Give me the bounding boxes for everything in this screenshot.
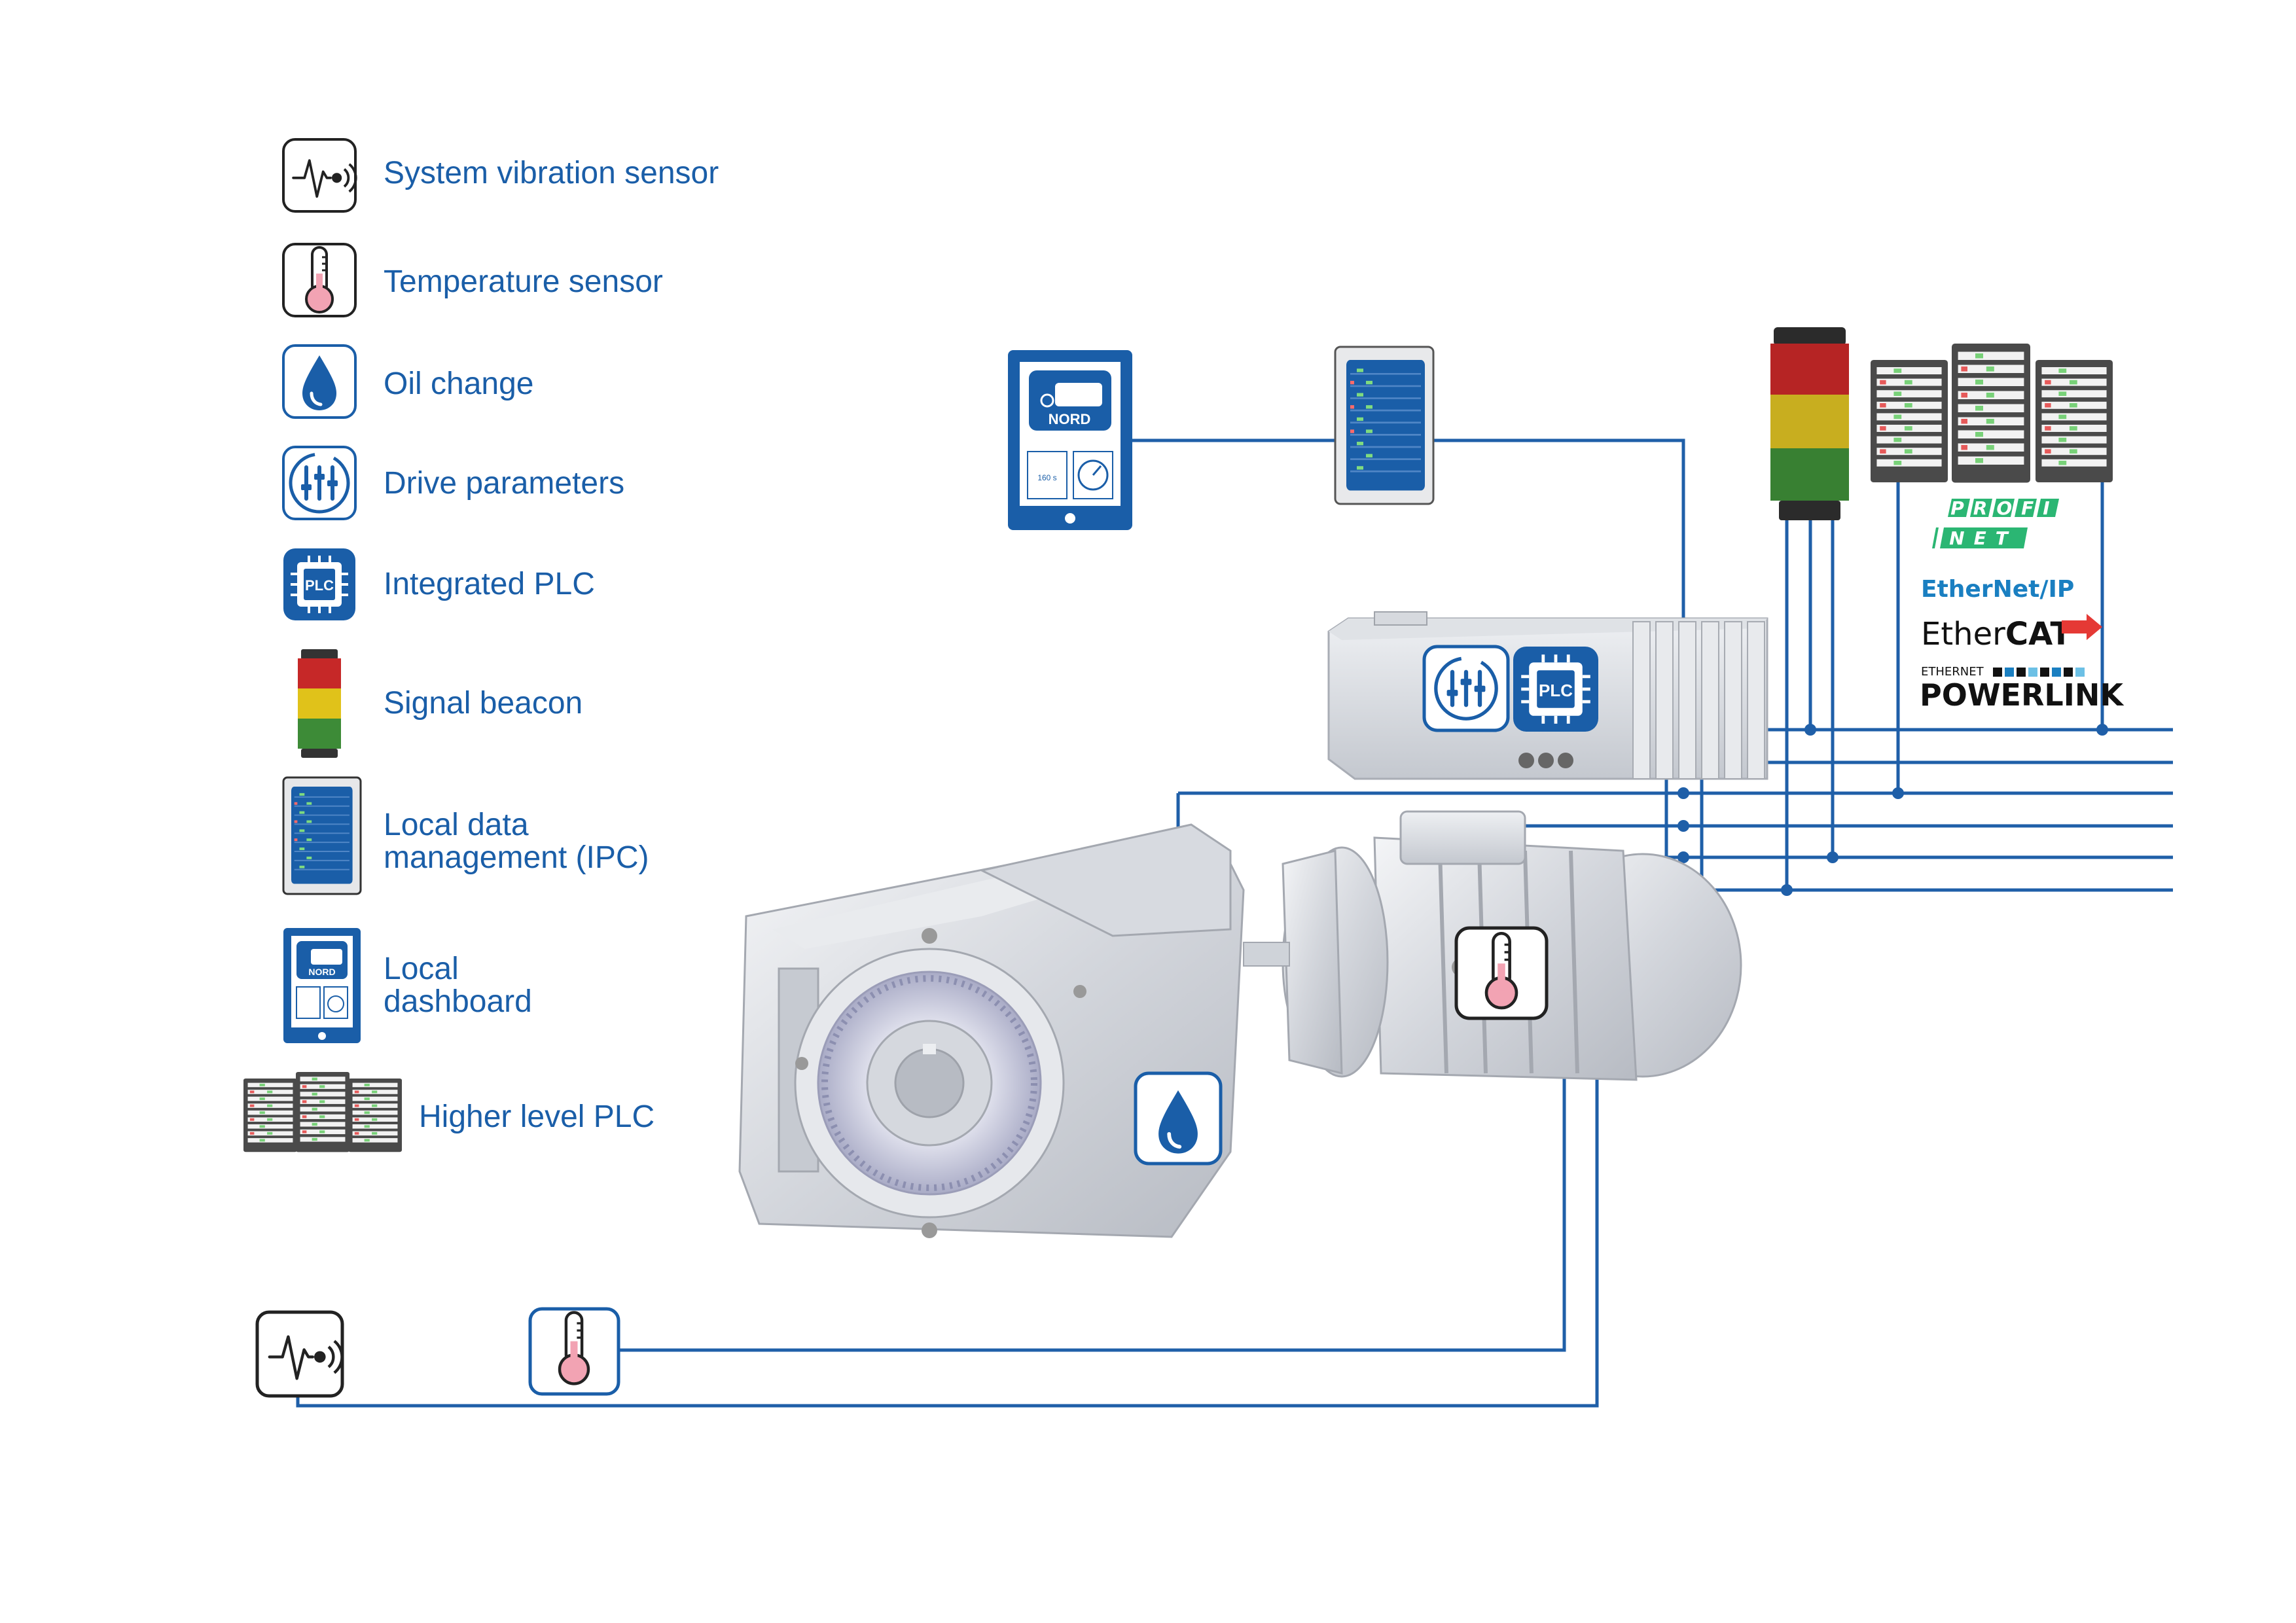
- legend-dashboard-label-line2: dashboard: [384, 984, 532, 1019]
- svg-text:EtherNet/IP: EtherNet/IP: [1921, 576, 2074, 603]
- remote-thermometer-icon: [528, 1307, 620, 1396]
- legend-oil-label: Oil change: [384, 366, 534, 401]
- legend-dashboard-label: Local dashboard: [384, 953, 532, 1018]
- legend-thermometer-icon: [282, 243, 357, 317]
- local-dashboard-tablet: NORD 160 s: [1008, 350, 1132, 530]
- legend-signal-beacon-icon: [298, 649, 341, 758]
- legend-ipc-label-line2: management (IPC): [384, 840, 649, 875]
- inverter-plc-chip-icon: PLC: [1513, 647, 1598, 732]
- motor-thermometer-icon: [1454, 926, 1549, 1020]
- ethernet-ip-text-b: Net: [1993, 576, 2040, 603]
- legend-higher-plc-label: Higher level PLC: [419, 1099, 655, 1134]
- ethercat-text-b: CAT: [2005, 616, 2072, 652]
- legend-ipc-label-line1: Local data: [384, 808, 529, 842]
- ethernet-ip-text-a: Ether: [1921, 576, 1993, 603]
- legend-plc-rack-icon: [243, 1072, 402, 1152]
- remote-vibration-sensor-icon: [255, 1310, 344, 1398]
- legend-plc-label: Integrated PLC: [384, 567, 595, 601]
- legend-tablet-dashboard-icon: NORD: [283, 928, 361, 1043]
- electric-motor: [1243, 810, 1742, 1081]
- powerlink-logo: ETHERNET POWERLINK: [1920, 665, 2125, 713]
- inverter-drive-parameters-icon: [1422, 645, 1510, 732]
- profinet-text-1: PROFI: [1950, 497, 2058, 519]
- legend-plc-chip-icon: PLC: [283, 548, 355, 620]
- dashboard-readout: 160 s: [1037, 473, 1056, 482]
- gearbox-oil-drop-icon: [1134, 1071, 1223, 1166]
- svg-text:EtherCAT: EtherCAT: [1921, 616, 2072, 652]
- signal-beacon: [1770, 327, 1849, 520]
- profinet-logo: PROFI NET: [1932, 497, 2059, 549]
- legend-temperature-label: Temperature sensor: [384, 264, 663, 299]
- legend-dashboard-brand: NORD: [308, 967, 335, 977]
- powerlink-big-text: POWERLINK: [1920, 677, 2125, 713]
- profinet-text-2: NET: [1949, 527, 2017, 549]
- ethercat-text-a: Ether: [1921, 616, 2005, 652]
- ethernet-ip-text-c: /IP: [2039, 576, 2074, 603]
- ethercat-logo: EtherCAT: [1921, 614, 2102, 652]
- ethernet-ip-logo: EtherNet/IP: [1921, 576, 2074, 603]
- legend-drive-label: Drive parameters: [384, 466, 625, 501]
- local-ipc-panel: [1334, 346, 1435, 505]
- legend: PLC NORD: [243, 138, 402, 1152]
- frequency-inverter: PLC: [1327, 611, 1768, 780]
- legend-drive-parameters-icon: [282, 446, 357, 520]
- legend-ipc-label: Local data management (IPC): [384, 809, 649, 874]
- legend-plc-chip-text: PLC: [305, 577, 334, 594]
- gearbox: [738, 823, 1245, 1238]
- legend-vibration-label: System vibration sensor: [384, 156, 719, 190]
- legend-vibration-icon: [282, 138, 357, 213]
- dashboard-brand: NORD: [1049, 411, 1091, 427]
- legend-oil-drop-icon: [282, 344, 357, 419]
- legend-ipc-panel-icon: [282, 776, 362, 895]
- inverter-plc-chip-text: PLC: [1539, 681, 1573, 700]
- legend-dashboard-label-line1: Local: [384, 952, 459, 986]
- powerlink-small-text: ETHERNET: [1921, 665, 1984, 679]
- higher-level-plc-rack: [1871, 344, 2113, 483]
- legend-beacon-label: Signal beacon: [384, 686, 583, 721]
